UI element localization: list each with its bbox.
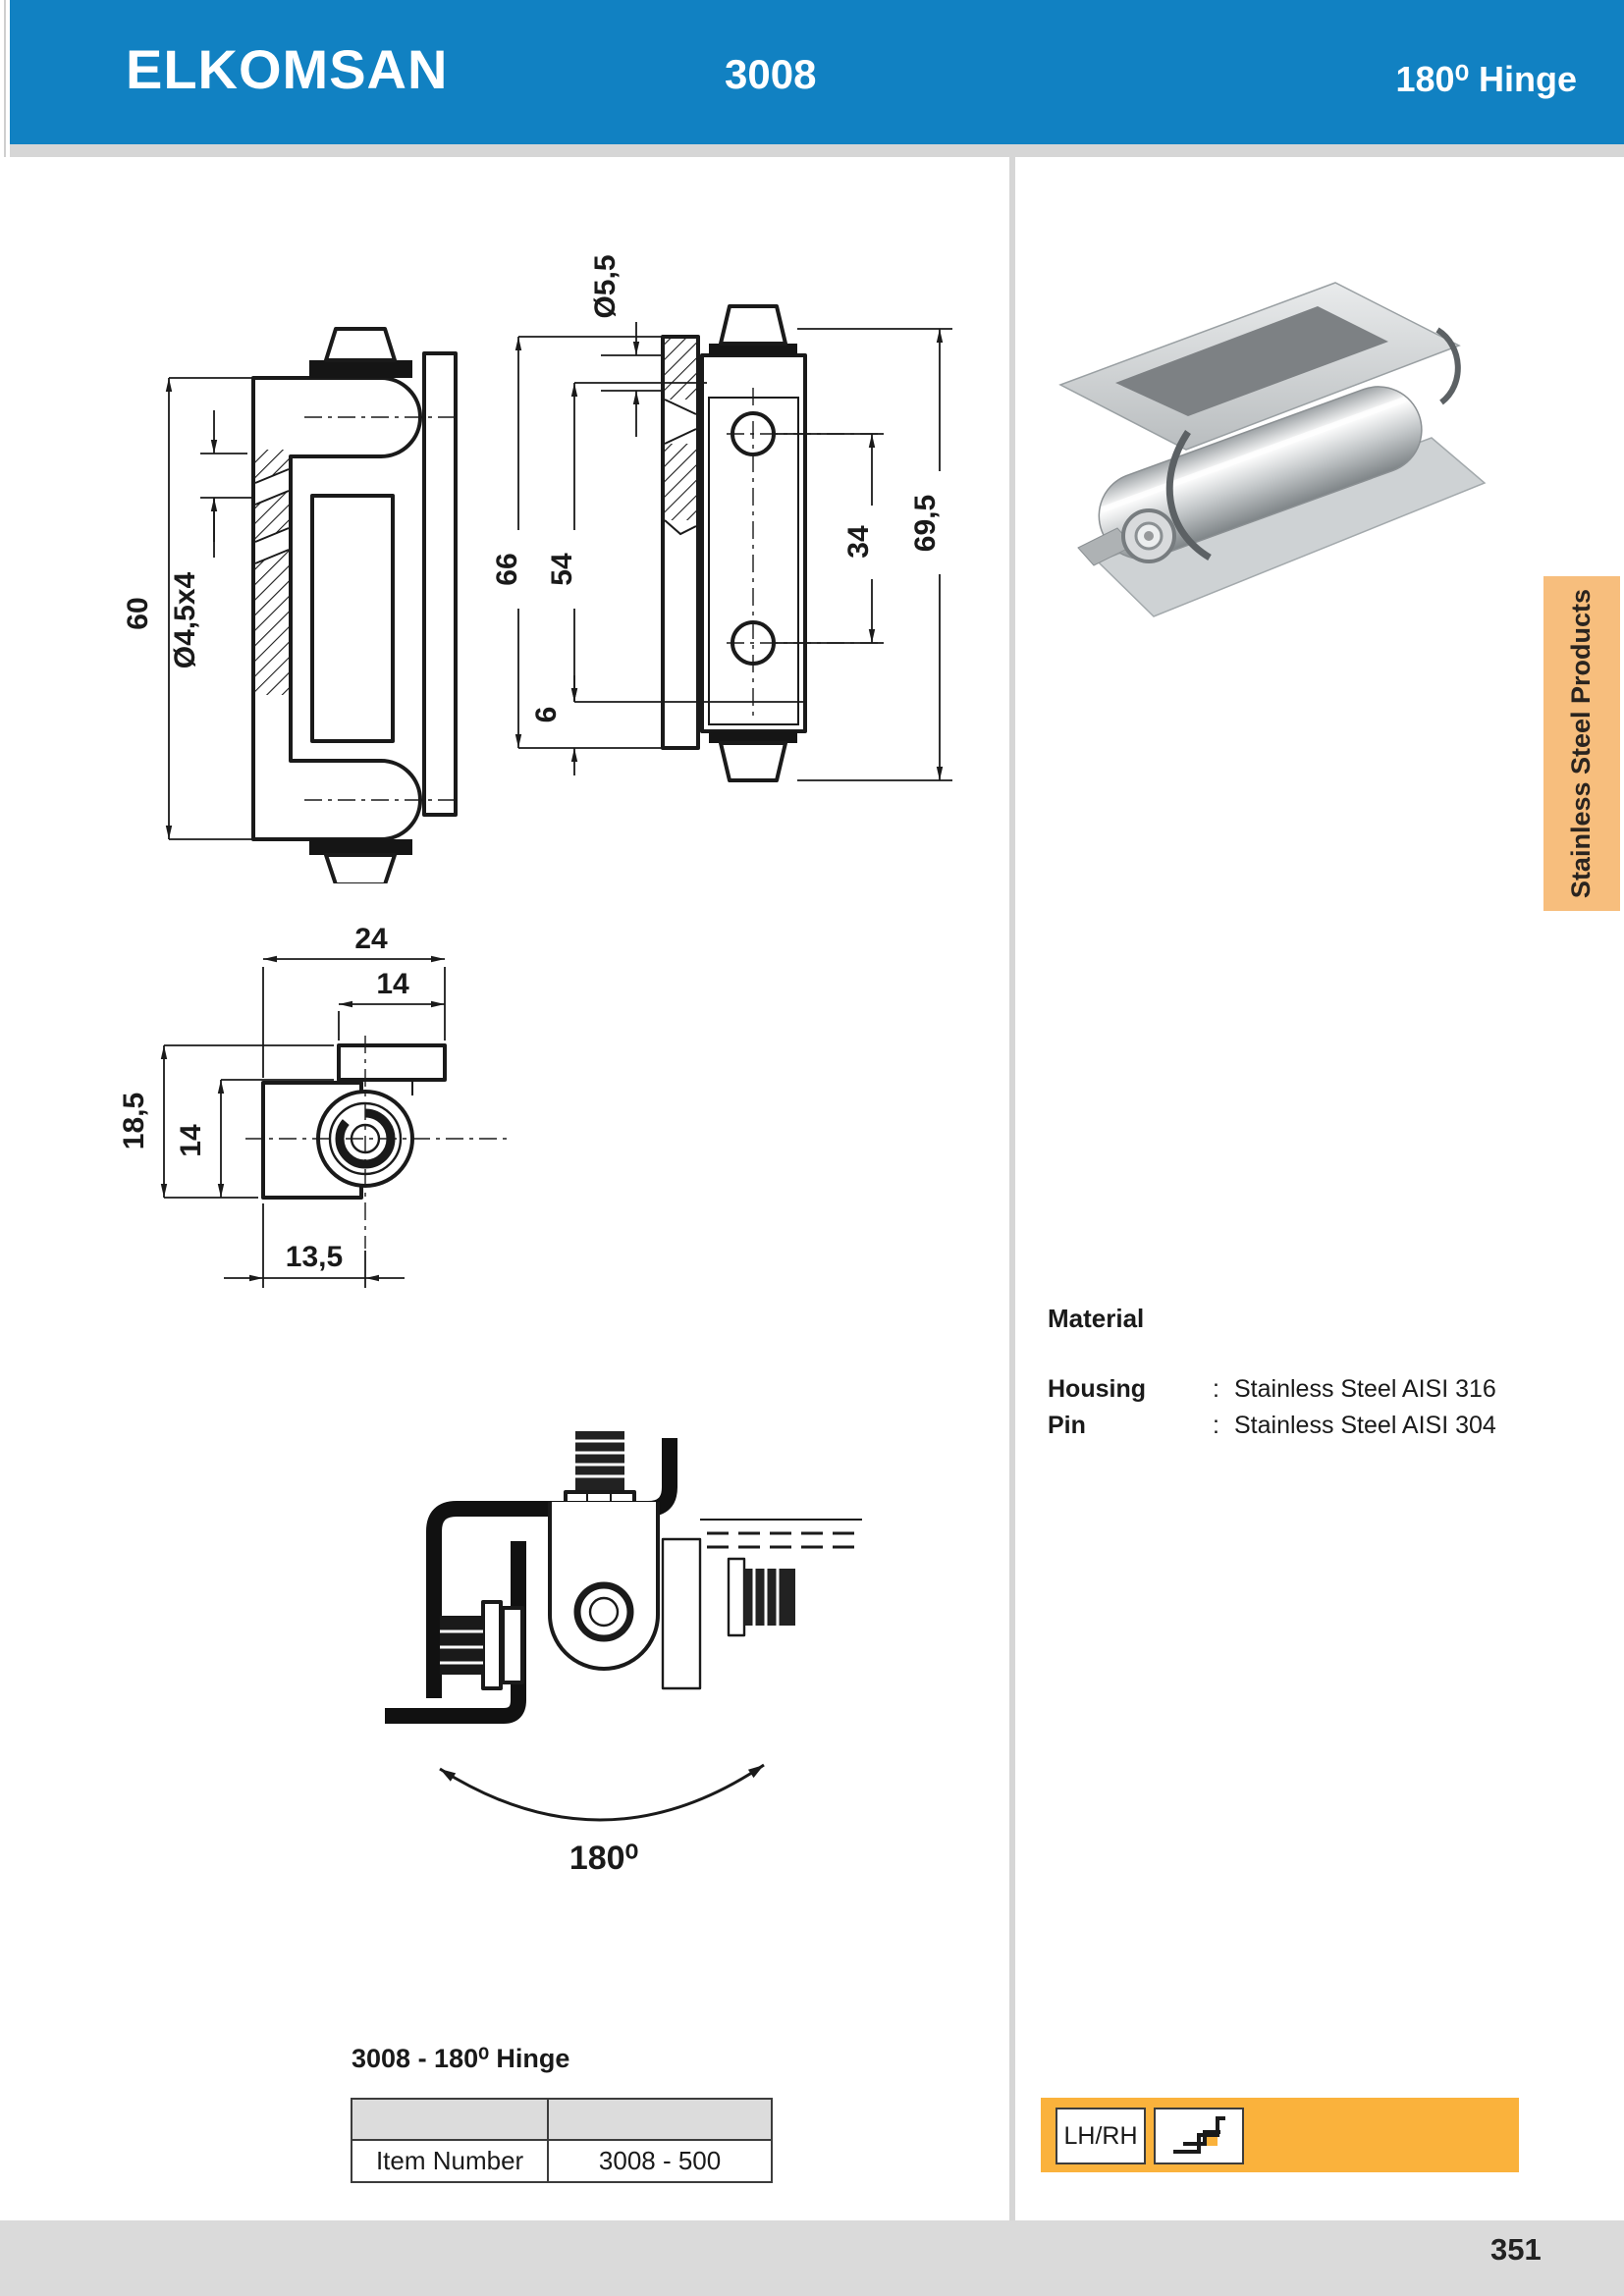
dim-label-height-18-5: 18,5 — [118, 1093, 150, 1149]
dim-label-plate-height: 66 — [491, 553, 523, 585]
item-number-value: 3008 - 500 — [547, 2139, 773, 2183]
product-photo — [1058, 282, 1487, 617]
material-label: Pin — [1048, 1412, 1086, 1439]
dim-label-height-60: 60 — [122, 597, 154, 629]
page-edge-line — [4, 0, 6, 157]
drawing-section-view: 24 14 18,5 14 13,5 — [118, 923, 507, 1288]
table-header-cell — [350, 2098, 550, 2141]
dim-label-edge-offset: 6 — [530, 707, 563, 723]
table-header-cell — [547, 2098, 773, 2141]
material-section: Material Housing : Stainless Steel AISI … — [1048, 1304, 1558, 1444]
table-header-row — [350, 2098, 773, 2141]
material-row-housing: Housing : Stainless Steel AISI 316 — [1048, 1371, 1558, 1408]
dim-label-width-24: 24 — [354, 923, 388, 955]
material-value: Stainless Steel AISI 304 — [1234, 1412, 1496, 1439]
dim-label-overall-height: 69,5 — [909, 495, 942, 552]
side-tab-stainless-steel: Stainless Steel Products — [1543, 576, 1620, 911]
handing-badge-label: LH/RH — [1063, 2121, 1138, 2150]
material-value: Stainless Steel AISI 316 — [1234, 1375, 1496, 1403]
product-title: 180⁰ Hinge — [1395, 59, 1578, 99]
badge-bar: LH/RH — [1041, 2098, 1519, 2172]
model-number: 3008 — [725, 51, 817, 97]
material-title: Material — [1048, 1304, 1145, 1333]
dim-label-pin-diameter: Ø5,5 — [589, 254, 622, 318]
brand-logo-text: ELKOMSAN — [126, 38, 449, 100]
dim-label-body-height: 54 — [546, 553, 578, 586]
header-divider — [10, 144, 1624, 157]
dim-label-opening-angle: 180⁰ — [569, 1840, 638, 1877]
page-number: 351 — [1490, 2232, 1542, 2267]
drawing-front-view: 66 54 6 Ø5,5 34 69,5 — [491, 254, 952, 782]
dim-label-holes: Ø4,5x4 — [169, 571, 201, 668]
drawing-opening-view: 180⁰ — [385, 1431, 864, 1877]
column-divider — [1009, 157, 1015, 2220]
drawing-side-view: 60 Ø4,5x4 — [122, 327, 458, 883]
hinge-symbol-icon — [1173, 2116, 1225, 2154]
dim-label-hole-spacing: 34 — [842, 525, 875, 559]
material-label: Housing — [1048, 1375, 1146, 1403]
table-row: Item Number 3008 - 500 — [350, 2139, 773, 2183]
material-separator: : — [1213, 1375, 1219, 1403]
hinge-symbol-badge — [1154, 2108, 1244, 2164]
material-separator: : — [1213, 1412, 1219, 1439]
side-tab-label: Stainless Steel Products — [1566, 588, 1597, 899]
dim-label-body-height-14: 14 — [175, 1124, 207, 1157]
handing-badge: LH/RH — [1056, 2108, 1146, 2164]
item-number-label: Item Number — [350, 2139, 550, 2183]
material-row-pin: Pin : Stainless Steel AISI 304 — [1048, 1408, 1558, 1444]
dim-label-plate-width-14: 14 — [376, 968, 409, 1000]
footer-bar: 351 — [0, 2220, 1624, 2296]
dim-label-pivot-offset: 13,5 — [286, 1241, 343, 1273]
header-bar: ELKOMSAN 3008 180⁰ Hinge — [10, 0, 1624, 144]
order-table: Item Number 3008 - 500 — [350, 2098, 773, 2183]
order-title: 3008 - 180⁰ Hinge — [352, 2044, 570, 2073]
